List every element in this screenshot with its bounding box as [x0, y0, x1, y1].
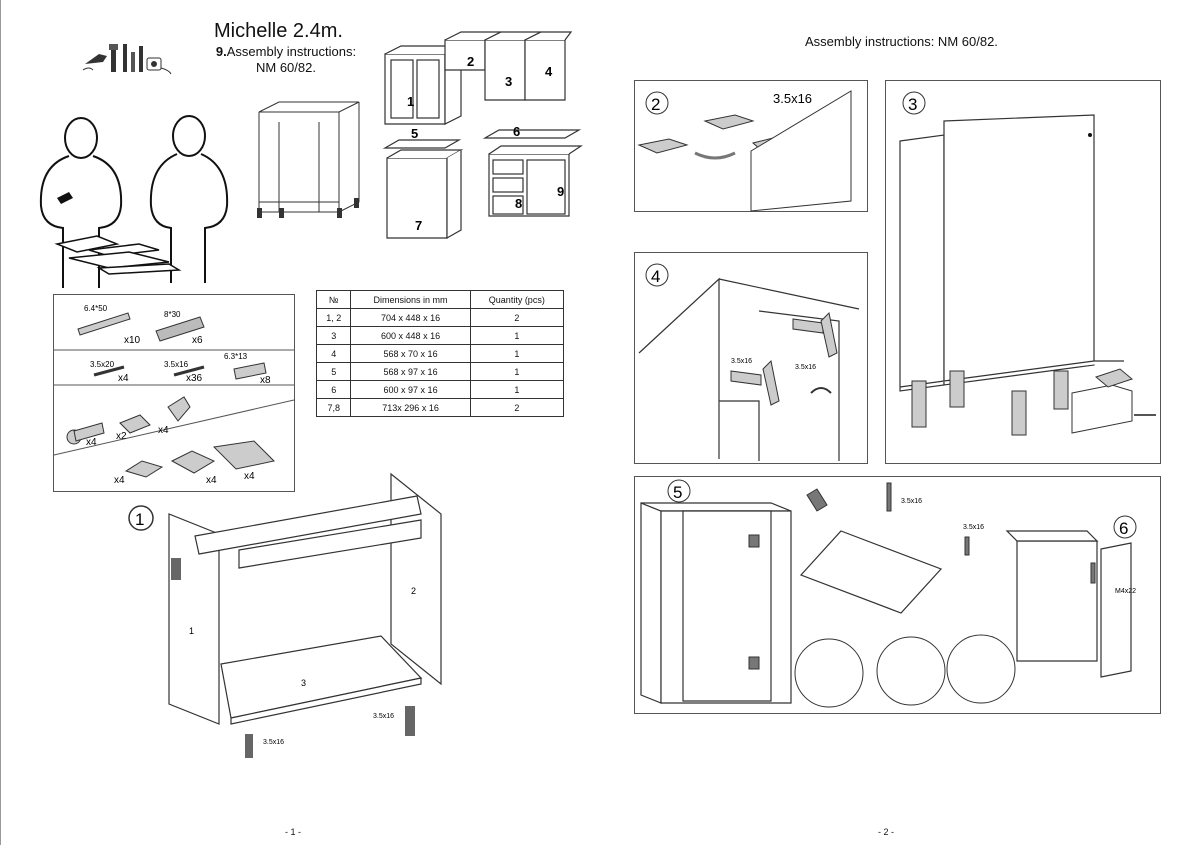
step-5-6-panel: 5: [634, 476, 1161, 714]
step-6-number: 6: [1119, 519, 1128, 538]
hardware-kit-panel: 6.4*50 x10 8*30 x6 3.5x20 x4 3.5x16 x36 …: [53, 294, 295, 492]
cabinet-number-1: 1: [407, 94, 414, 109]
cell-number: 1, 2: [315, 308, 352, 327]
page-number-1: - 1 -: [285, 827, 302, 837]
cell-dimensions: 568 x 97 x 16: [350, 362, 471, 381]
step-4-diagram: 4 3.5x16 3.5x16: [638, 263, 860, 461]
step-3-panel: 3: [885, 80, 1161, 464]
cell-number: 4: [315, 344, 352, 363]
tools-icon: [82, 44, 172, 75]
hinge-base-qty: x4: [206, 475, 217, 486]
dowel-size: 8*30: [164, 310, 181, 319]
screw-6x50-qty: x10: [124, 335, 141, 346]
cell-dimensions: 568 x 70 x 16: [350, 344, 471, 363]
cabinet-number-7: 7: [415, 218, 422, 233]
cabinet-frame-diagram: [257, 101, 360, 218]
subtitle-text: Assembly instructions:: [226, 44, 357, 59]
step-2-screw-label: 3.5x16: [773, 91, 812, 106]
document-subtitle: 9.Assembly instructions: NM 60/82.: [206, 44, 366, 76]
step-6-screw-label: M4x22: [1115, 588, 1136, 595]
page-one: Michelle 2.4m. 9.Assembly instructions: …: [0, 0, 583, 845]
screw-35x20-size: 3.5x20: [90, 360, 115, 369]
base-cabinets-diagram: 5 7 6 8 9: [382, 124, 583, 240]
step-3-number: 3: [908, 95, 917, 114]
step-5-6-diagram: 5: [640, 479, 1137, 708]
step-1-diagram: 1 1 2 3 3.5x16 3.5x16: [128, 472, 442, 758]
subtitle-prefix: 9.: [215, 44, 227, 59]
hardware-kit-drawing: 6.4*50 x10 8*30 x6 3.5x20 x4 3.5x16 x36 …: [53, 304, 295, 486]
step-2-number: 2: [651, 95, 660, 114]
step-1-panel-3: 3: [301, 678, 306, 688]
cell-quantity: 2: [469, 308, 565, 327]
cell-quantity: 1: [469, 362, 565, 381]
cell-quantity: 2: [469, 398, 565, 417]
table-header-row: № Dimensions in mm Quantity (pcs): [315, 290, 565, 309]
step-5-number: 5: [673, 483, 682, 502]
document-title: Michelle 2.4m.: [214, 20, 343, 42]
header-dimensions: Dimensions in mm: [350, 290, 471, 309]
leg-qty: x4: [86, 437, 97, 448]
step-4-screw-label-2: 3.5x16: [795, 364, 816, 371]
cell-number: 5: [315, 362, 352, 381]
step-4-number: 4: [651, 267, 660, 286]
cabinet-number-8: 8: [515, 196, 522, 211]
cell-number: 7,8: [315, 398, 352, 417]
step-1-screw-label-2: 3.5x16: [263, 739, 284, 746]
cell-number: 3: [315, 326, 352, 345]
page-two: Assembly instructions: NM 60/82. 2 3.5x1…: [600, 0, 1200, 845]
step-2-diagram: 2 3.5x16: [637, 90, 852, 212]
header-quantity: Quantity (pcs): [469, 290, 565, 309]
assembly-people-illustration: [39, 115, 229, 288]
cabinet-number-9: 9: [557, 184, 564, 199]
cabinet-number-2: 2: [467, 54, 474, 69]
anchor-size: 6.3*13: [224, 352, 248, 361]
step-1-panel-2: 2: [411, 586, 416, 596]
screw-6x50-size: 6.4*50: [84, 304, 108, 313]
cell-dimensions: 600 x 448 x 16: [350, 326, 471, 345]
cell-dimensions: 600 x 97 x 16: [350, 380, 471, 399]
step-5-screw-label-2: 3.5x16: [963, 524, 984, 531]
cell-quantity: 1: [469, 344, 565, 363]
header-number: №: [315, 290, 352, 309]
cell-dimensions: 713x 296 x 16: [350, 398, 471, 417]
step-4-panel: 4 3.5x16 3.5x16: [634, 252, 868, 464]
cabinet-number-5: 5: [411, 126, 418, 141]
screw-35x16-qty: x36: [186, 373, 203, 384]
anchor-qty: x8: [260, 375, 271, 386]
screw-35x20-qty: x4: [118, 373, 129, 384]
step-4-screw-label-1: 3.5x16: [731, 358, 752, 365]
step-2-panel: 2 3.5x16: [634, 80, 868, 212]
hinge-qty: x4: [244, 471, 255, 482]
step-1-screw-label-1: 3.5x16: [373, 713, 394, 720]
step-3-diagram: 3: [899, 91, 1156, 436]
cell-number: 6: [315, 380, 352, 399]
bracket-qty: x4: [158, 425, 169, 436]
cabinet-number-4: 4: [545, 64, 553, 79]
plate-qty: x4: [114, 475, 125, 486]
step-5-screw-label-1: 3.5x16: [901, 498, 922, 505]
cabinet-number-3: 3: [505, 74, 512, 89]
dowel-qty: x6: [192, 335, 203, 346]
cell-quantity: 1: [469, 326, 565, 345]
page-number-2: - 2 -: [878, 827, 895, 837]
wall-cabinets-diagram: 1 2 3 4: [384, 31, 573, 125]
step-1-number: 1: [135, 510, 144, 529]
clip-qty: x2: [116, 431, 127, 442]
page-two-title: Assembly instructions: NM 60/82.: [805, 34, 998, 49]
step-1-panel-1: 1: [189, 626, 194, 636]
cell-dimensions: 704 x 448 x 16: [350, 308, 471, 327]
cell-quantity: 1: [469, 380, 565, 399]
model-name: NM 60/82.: [256, 60, 316, 75]
screw-35x16-size: 3.5x16: [164, 360, 189, 369]
cabinet-number-6: 6: [513, 124, 520, 139]
